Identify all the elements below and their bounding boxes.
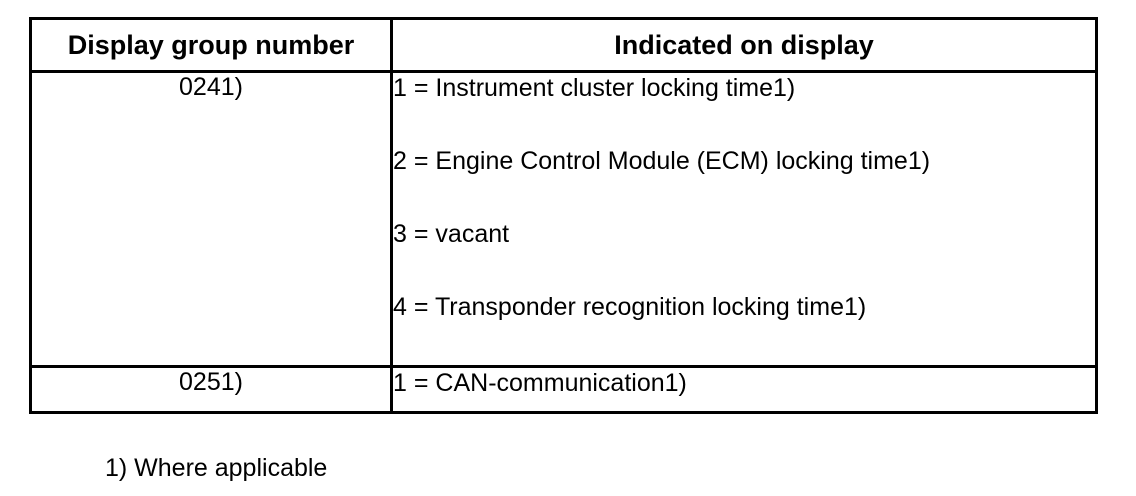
column-header-display-group-number: Display group number <box>28 17 394 73</box>
indicated-item-list: 1 = Instrument cluster locking time1) 2 … <box>393 73 1095 365</box>
footnote-text: 1) Where applicable <box>105 454 328 482</box>
cell-display-group-number: 0251) <box>28 365 394 414</box>
table-header-row: Display group number Indicated on displa… <box>28 17 1098 73</box>
list-item: 1 = Instrument cluster locking time1) <box>393 74 796 102</box>
list-item: 3 = vacant <box>393 220 510 248</box>
table-row: 0251) 1 = CAN-communication1) <box>28 365 1098 414</box>
table-header: Display group number Indicated on displa… <box>28 17 1098 73</box>
column-header-indicated-on-display: Indicated on display <box>390 17 1098 73</box>
list-item: 2 = Engine Control Module (ECM) locking … <box>393 147 931 175</box>
display-group-table: Display group number Indicated on displa… <box>28 17 1098 414</box>
table-body: 0241) 1 = Instrument cluster locking tim… <box>28 70 1098 414</box>
table-row: 0241) 1 = Instrument cluster locking tim… <box>28 70 1098 368</box>
cell-indicated-on-display: 1 = Instrument cluster locking time1) 2 … <box>390 70 1098 368</box>
list-item: 4 = Transponder recognition locking time… <box>393 293 867 321</box>
list-item: 1 = CAN-communication1) <box>393 369 687 397</box>
cell-indicated-on-display: 1 = CAN-communication1) <box>390 365 1098 414</box>
cell-display-group-number: 0241) <box>28 70 394 368</box>
